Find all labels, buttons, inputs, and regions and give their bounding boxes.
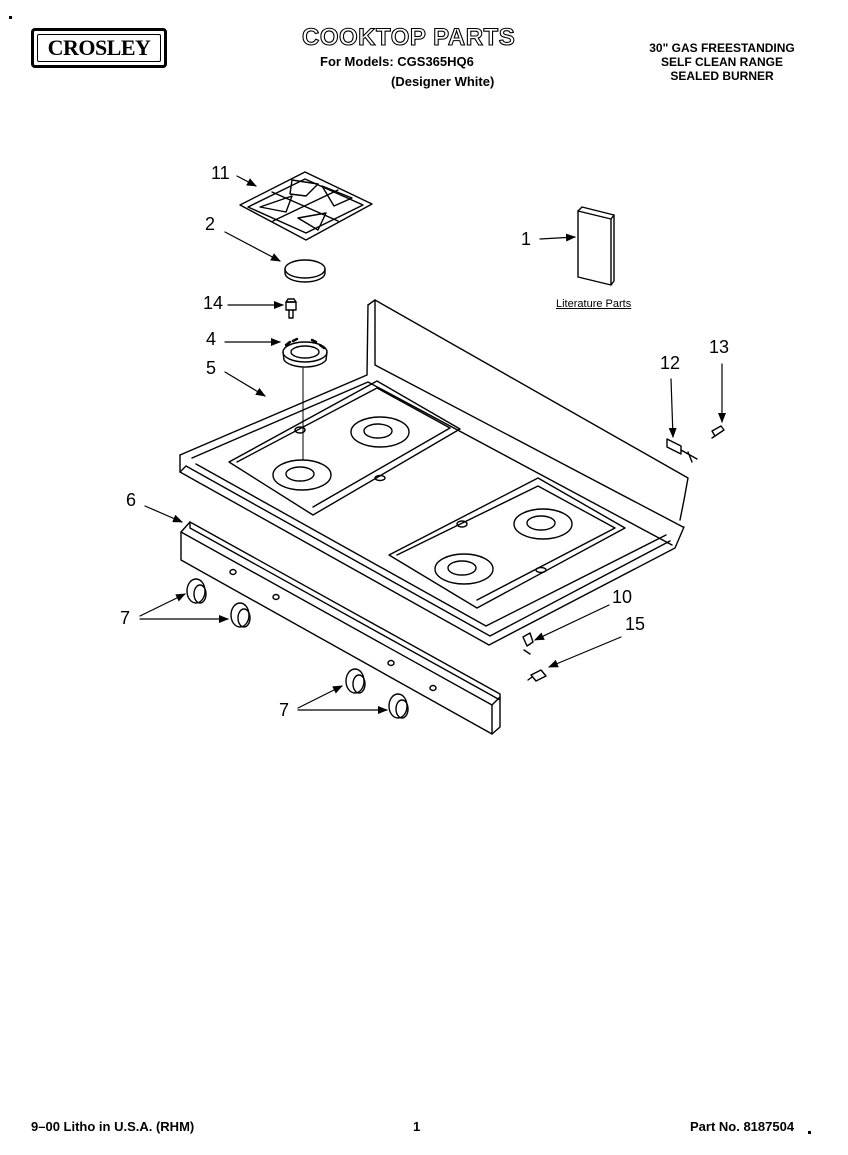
callout-1: 1 — [521, 229, 532, 249]
part-number: Part No. 8187504 — [690, 1119, 795, 1134]
orifice-part — [285, 298, 297, 319]
callout-5: 5 — [206, 358, 217, 378]
control-panel-part — [180, 521, 501, 735]
screw-part — [527, 669, 547, 682]
models-variant: (Designer White) — [391, 74, 495, 89]
page-title: COOKTOP PARTS — [301, 23, 516, 51]
callout-2: 2 — [205, 214, 216, 234]
brand-logo: CROSLEY — [31, 28, 167, 68]
burner-grate-part — [239, 171, 373, 241]
cooktop-part — [179, 299, 689, 646]
callout-7-upper: 7 — [120, 608, 131, 628]
callout-14: 14 — [203, 293, 224, 313]
litho-note: 9–00 Litho in U.S.A. (RHM) — [31, 1119, 195, 1134]
footer-mark — [808, 1131, 811, 1134]
callout-11: 11 — [211, 163, 230, 183]
callout-6: 6 — [126, 490, 137, 510]
callout-12: 12 — [660, 353, 681, 373]
callout-7-lower: 7 — [279, 700, 290, 720]
description-line-2: SELF CLEAN RANGE — [660, 55, 783, 69]
control-knob-part — [186, 578, 409, 719]
burner-cap-part — [284, 259, 326, 279]
literature-booklet-part — [577, 206, 615, 286]
burner-base-part — [282, 337, 328, 368]
scan-mark — [9, 16, 12, 19]
models-line: For Models: CGS365HQ6 — [320, 54, 474, 69]
callout-4: 4 — [206, 329, 217, 349]
product-description: 30" GAS FREESTANDING SELF CLEAN RANGE SE… — [612, 41, 832, 83]
ignition-switch-part — [666, 438, 698, 463]
electrode-part — [711, 425, 725, 439]
callout-15: 15 — [625, 614, 646, 634]
description-line-3: SEALED BURNER — [670, 69, 774, 83]
brand-logo-text: CROSLEY — [37, 34, 161, 62]
clip-part — [522, 632, 534, 655]
literature-parts-label: Literature Parts — [556, 298, 632, 310]
page-number: 1 — [413, 1119, 421, 1134]
callout-13: 13 — [709, 337, 730, 357]
description-line-1: 30" GAS FREESTANDING — [649, 41, 795, 55]
callout-10: 10 — [612, 587, 633, 607]
